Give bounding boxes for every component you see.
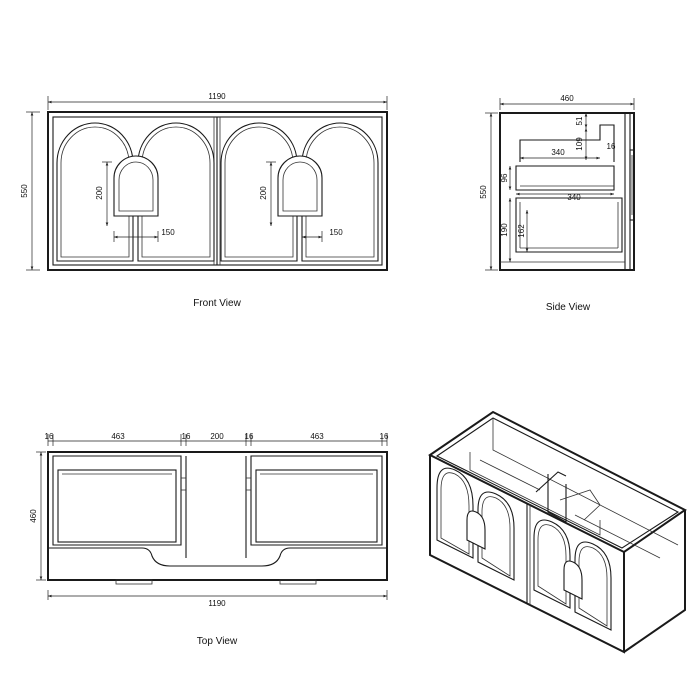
front-view-caption: Front View: [193, 298, 241, 309]
top-seg-16-b: 16: [182, 432, 191, 441]
isometric-view: [428, 410, 687, 654]
front-width-dimension: 1190: [47, 92, 388, 110]
top-view: 16 463 16 200 16 463 16 460: [29, 432, 389, 647]
side-dim-340-top: 340: [551, 148, 565, 157]
front-left-door-arches: [56, 122, 215, 262]
side-dim-109: 109: [575, 137, 584, 151]
top-depth-dimension: 460: [29, 451, 46, 581]
side-detail-dimensions: 51 109 16 340 96 340 190 162: [500, 113, 616, 262]
top-seg-16-d: 16: [380, 432, 389, 441]
top-seg-16-c: 16: [245, 432, 254, 441]
iso-door-arches: [436, 467, 612, 631]
front-left-handle-dimensions: 200 150: [95, 161, 175, 242]
side-dim-16: 16: [607, 142, 616, 151]
side-dim-340-mid: 340: [567, 193, 581, 202]
side-dim-162: 162: [517, 224, 526, 238]
side-height-label: 550: [479, 185, 488, 199]
side-depth-label: 460: [560, 94, 574, 103]
top-segment-dimensions: 16 463 16 200 16 463 16: [45, 432, 389, 446]
front-left-handle: [113, 155, 159, 217]
top-cabinet-body: [47, 451, 388, 585]
top-width-label: 1190: [208, 599, 226, 608]
front-right-door-arches: [220, 122, 379, 262]
top-seg-16-a: 16: [45, 432, 54, 441]
top-view-caption: Top View: [197, 636, 238, 647]
top-seg-463-b: 463: [310, 432, 324, 441]
side-depth-dimension: 460: [499, 94, 635, 110]
iso-right-handle: [563, 560, 583, 600]
front-right-handle-dimensions: 200 150: [259, 161, 343, 242]
side-view: 460 550 5: [479, 94, 635, 313]
top-seg-463-a: 463: [111, 432, 125, 441]
front-height-label: 550: [20, 184, 29, 198]
front-height-dimension: 550: [20, 111, 40, 271]
right-handle-height-label: 200: [259, 186, 268, 200]
left-handle-width-label: 150: [161, 228, 175, 237]
front-view: 1190 550: [20, 92, 388, 309]
side-cabinet-body: [499, 112, 635, 271]
front-right-handle: [277, 155, 323, 217]
right-handle-width-label: 150: [329, 228, 343, 237]
side-dim-96: 96: [500, 173, 509, 182]
top-width-dimension: 1190: [47, 590, 388, 608]
top-depth-label: 460: [29, 509, 38, 523]
front-width-label: 1190: [208, 92, 226, 101]
side-height-dimension: 550: [479, 112, 498, 271]
top-seg-200: 200: [210, 432, 224, 441]
side-dim-190: 190: [500, 223, 509, 237]
side-view-caption: Side View: [546, 302, 591, 313]
left-handle-height-label: 200: [95, 186, 104, 200]
iso-left-handle: [466, 510, 486, 550]
side-dim-51: 51: [575, 116, 584, 125]
